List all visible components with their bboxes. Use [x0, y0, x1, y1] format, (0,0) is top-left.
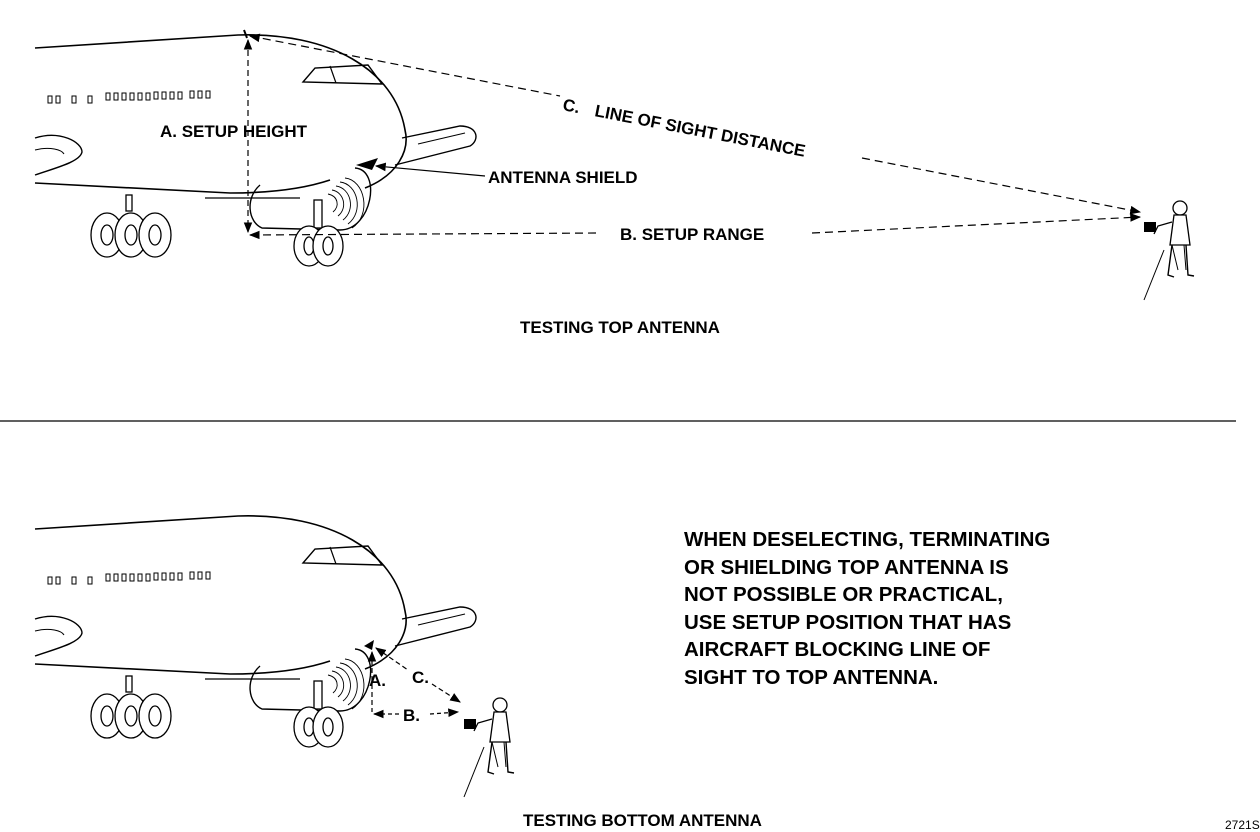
note-line: WHEN DESELECTING, TERMINATING — [684, 528, 1051, 551]
note-line: OR SHIELDING TOP ANTENNA IS — [684, 555, 1009, 579]
label-setup-height: A. SETUP HEIGHT — [160, 122, 308, 141]
figure-reference: 2721S — [1225, 818, 1260, 832]
note-line: NOT POSSIBLE OR PRACTICAL, — [684, 583, 1003, 606]
note-line: AIRCRAFT BLOCKING LINE OF — [684, 638, 991, 661]
label-bottom-c: C. — [412, 668, 429, 687]
setup-note: WHEN DESELECTING, TERMINATING OR SHIELDI… — [684, 526, 1154, 691]
bottom-los-right — [431, 683, 461, 703]
bottom-los-left — [375, 647, 409, 671]
aircraft-top-view — [34, 34, 477, 267]
line-of-sight-left — [248, 33, 561, 97]
setup-range-line-left — [248, 230, 601, 240]
line-of-sight-right — [861, 157, 1142, 215]
top-antenna — [243, 29, 248, 39]
top-panel: A. SETUP HEIGHT B. SETUP RANGE C. LINE O… — [34, 29, 1195, 337]
caption-top-antenna: TESTING TOP ANTENNA — [520, 318, 720, 337]
label-setup-range: B. SETUP RANGE — [620, 225, 764, 244]
note-line: USE SETUP POSITION THAT HAS — [684, 610, 1012, 634]
label-los-prefix: C. — [561, 95, 581, 117]
label-bottom-b: B. — [403, 706, 420, 725]
label-line-of-sight: LINE OF SIGHT DISTANCE — [593, 101, 807, 160]
bottom-antenna — [364, 640, 374, 650]
note-line: SIGHT TO TOP ANTENNA. — [684, 665, 939, 689]
bottom-panel: A. B. C. TESTING BOTTOM ANTENNA — [34, 515, 762, 830]
technician-bottom — [463, 697, 515, 798]
label-antenna-shield: ANTENNA SHIELD — [488, 168, 638, 187]
caption-bottom-antenna: TESTING BOTTOM ANTENNA — [523, 811, 762, 830]
bottom-setup-range-right — [429, 708, 460, 718]
setup-range-line-right — [811, 213, 1142, 234]
antenna-shield-shape — [356, 158, 378, 170]
technician-top — [1143, 200, 1195, 301]
antenna-shield-leader — [374, 162, 486, 177]
label-bottom-a: A. — [369, 671, 386, 690]
